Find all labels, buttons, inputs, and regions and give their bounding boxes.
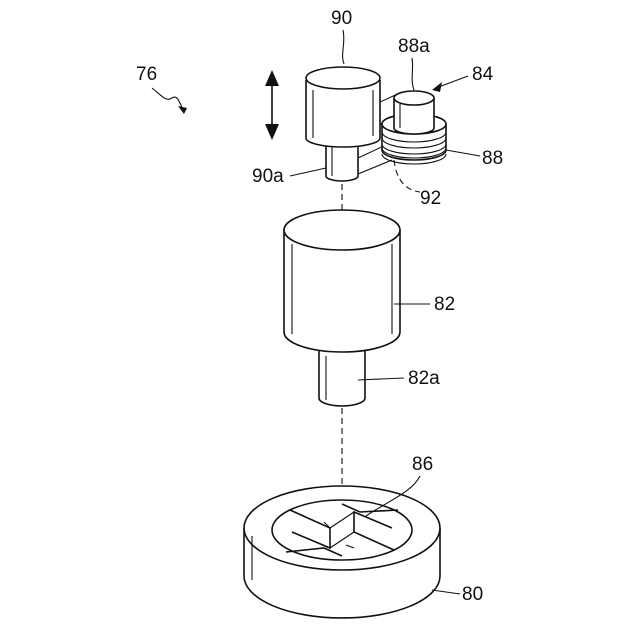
leader-90: [343, 30, 344, 64]
label-88: 88: [482, 148, 503, 169]
leader-76-arrowhead: [178, 106, 187, 114]
component-88a: [394, 91, 434, 134]
leader-88a: [412, 58, 414, 90]
label-92: 92: [420, 188, 441, 209]
movement-double-arrow: [265, 70, 279, 140]
label-90: 90: [331, 8, 352, 29]
label-80: 80: [462, 584, 483, 605]
label-82a: 82a: [408, 368, 440, 389]
leader-76: [152, 88, 184, 112]
label-88a: 88a: [398, 36, 430, 57]
label-76: 76: [136, 64, 157, 85]
leader-88: [446, 150, 480, 156]
leader-90a: [290, 168, 326, 176]
component-90: [306, 67, 380, 181]
label-90a: 90a: [252, 166, 284, 187]
component-82: [284, 210, 400, 406]
label-84: 84: [472, 64, 494, 85]
leader-80: [432, 590, 460, 594]
label-86: 86: [412, 454, 433, 475]
leader-84-arrowhead: [432, 82, 442, 92]
label-82: 82: [434, 294, 455, 315]
component-80: [244, 486, 440, 618]
